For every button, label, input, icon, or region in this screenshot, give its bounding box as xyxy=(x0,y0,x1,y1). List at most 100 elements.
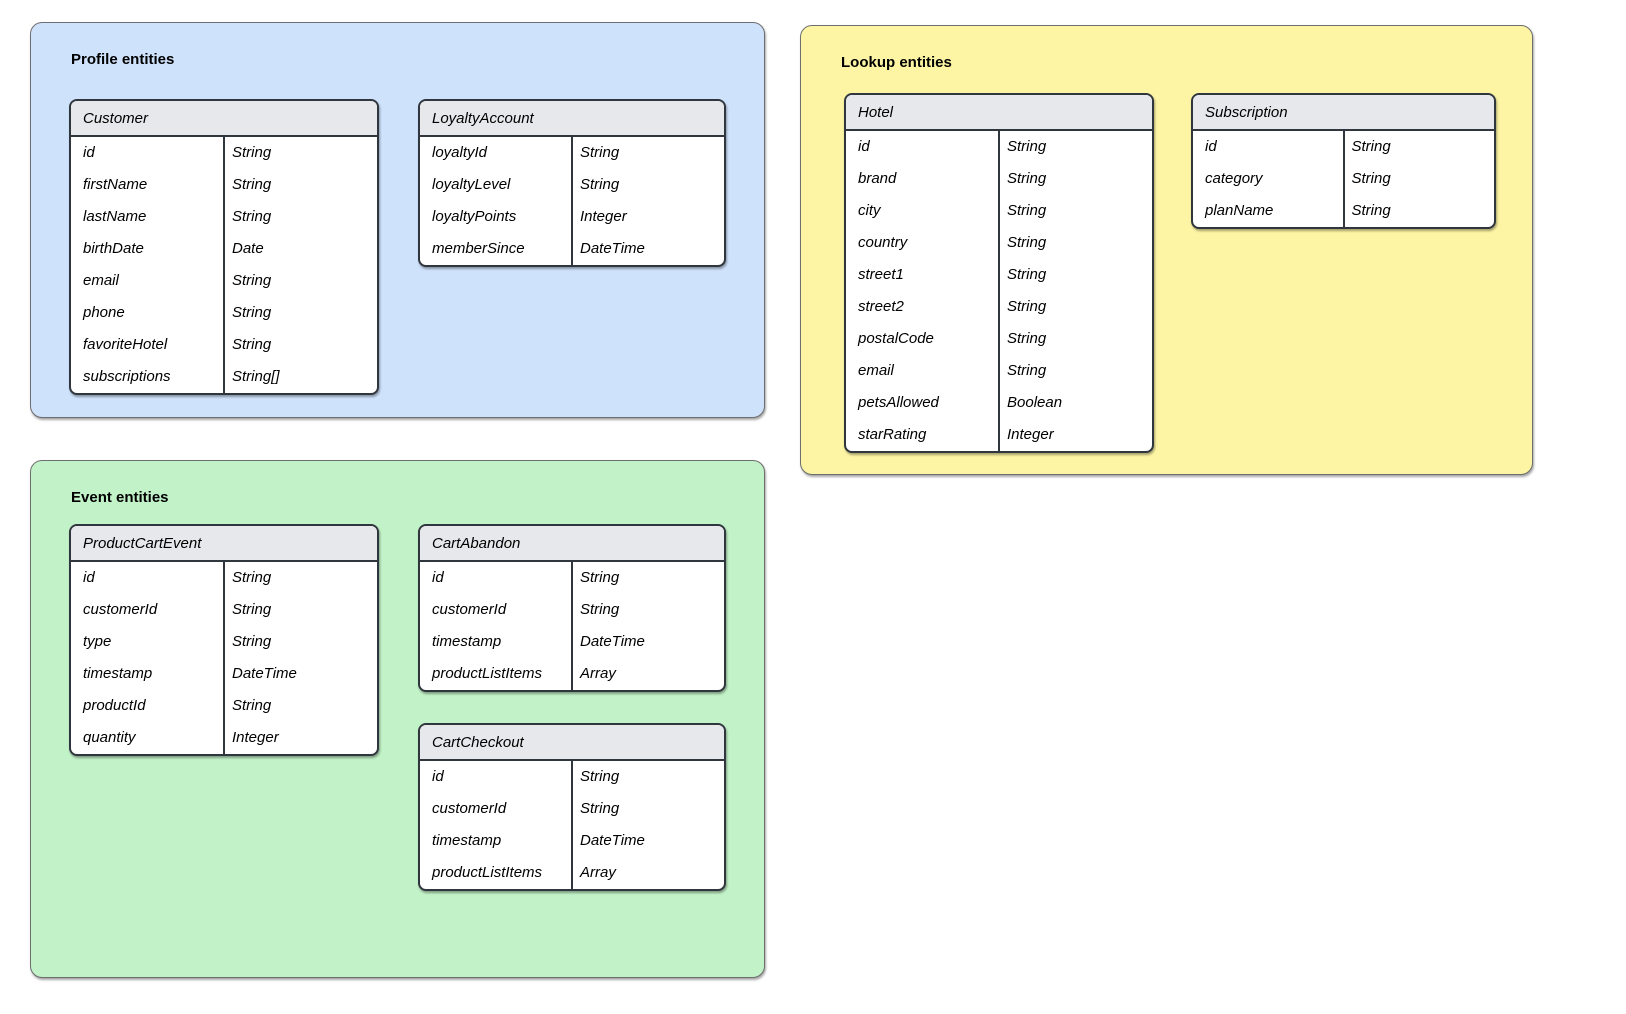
field-type: Integer xyxy=(580,208,627,225)
field-name: petsAllowed xyxy=(858,394,939,411)
group-title: Profile entities xyxy=(71,51,175,68)
field-name: id xyxy=(83,144,95,161)
field-type: String xyxy=(1007,362,1047,379)
field-row[interactable]: productListItems Array xyxy=(420,857,724,889)
field-row[interactable]: starRating Integer xyxy=(846,419,1152,451)
column-divider-line xyxy=(223,137,225,393)
field-type: Integer xyxy=(232,729,279,746)
field-type: String xyxy=(1007,234,1047,251)
field-type: String xyxy=(1007,298,1047,315)
column-divider-line xyxy=(571,137,573,265)
field-type: Integer xyxy=(1007,426,1054,443)
field-type: String xyxy=(580,800,620,817)
field-row[interactable]: country String xyxy=(846,227,1152,259)
field-name: id xyxy=(432,768,444,785)
table-title: ProductCartEvent xyxy=(71,526,377,562)
field-name: id xyxy=(858,138,870,155)
column-divider-line xyxy=(571,562,573,690)
field-name: subscriptions xyxy=(83,368,171,385)
field-row[interactable]: productId String xyxy=(71,690,377,722)
column-divider-line xyxy=(998,131,1000,451)
group-title: Event entities xyxy=(71,489,169,506)
field-name: id xyxy=(83,569,95,586)
field-type: Array xyxy=(580,864,616,881)
field-type: String xyxy=(232,601,272,618)
field-name: country xyxy=(858,234,908,251)
column-divider-line xyxy=(223,562,225,754)
field-type: String xyxy=(232,697,272,714)
field-row[interactable]: id String xyxy=(846,131,1152,163)
field-name: productListItems xyxy=(432,864,543,881)
field-name: id xyxy=(432,569,444,586)
field-row[interactable]: timestamp DateTime xyxy=(420,626,724,658)
field-type: String xyxy=(580,144,620,161)
field-name: timestamp xyxy=(432,832,502,849)
field-name: type xyxy=(83,633,112,650)
field-name: productId xyxy=(83,697,146,714)
field-type: DateTime xyxy=(580,633,645,650)
field-type: DateTime xyxy=(580,832,645,849)
field-type: Date xyxy=(232,240,264,257)
field-name: memberSince xyxy=(432,240,525,257)
field-row[interactable]: customerId String xyxy=(71,594,377,626)
field-name: starRating xyxy=(858,426,927,443)
field-name: favoriteHotel xyxy=(83,336,168,353)
field-name: street1 xyxy=(858,266,904,283)
field-type: String xyxy=(1007,138,1047,155)
table-title: CartAbandon xyxy=(420,526,724,562)
field-name: phone xyxy=(83,304,125,321)
field-type: DateTime xyxy=(232,665,297,682)
field-name: customerId xyxy=(83,601,158,618)
group-title: Lookup entities xyxy=(841,54,952,71)
field-type: String xyxy=(232,208,272,225)
field-name: timestamp xyxy=(432,633,502,650)
field-row[interactable]: timestamp DateTime xyxy=(420,825,724,857)
